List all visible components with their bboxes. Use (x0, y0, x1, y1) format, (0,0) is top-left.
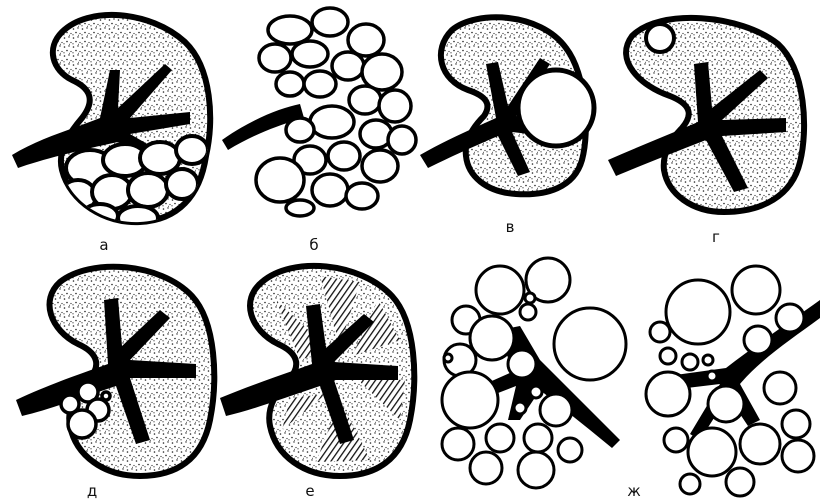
panel-label-g: г (696, 228, 736, 246)
panel-b (222, 8, 416, 216)
solitary-cyst (518, 70, 594, 146)
panel-label-zh: ж (614, 482, 654, 500)
panel-a (12, 15, 210, 230)
small-cyst (646, 24, 674, 52)
panel-e (220, 266, 414, 476)
panel-d (16, 267, 214, 476)
panel-label-d: д (72, 482, 112, 500)
panel-g (608, 18, 804, 212)
panel-v (420, 17, 594, 194)
panel-label-v: в (490, 218, 530, 236)
lower-pole-cysts (60, 136, 208, 230)
panel-label-a: а (84, 236, 124, 254)
panel-label-e: е (290, 482, 330, 500)
panel-zh-right (646, 266, 820, 496)
panel-zh-left (442, 258, 626, 488)
multicystic-kidney (442, 258, 626, 488)
panel-label-b: б (294, 236, 334, 254)
